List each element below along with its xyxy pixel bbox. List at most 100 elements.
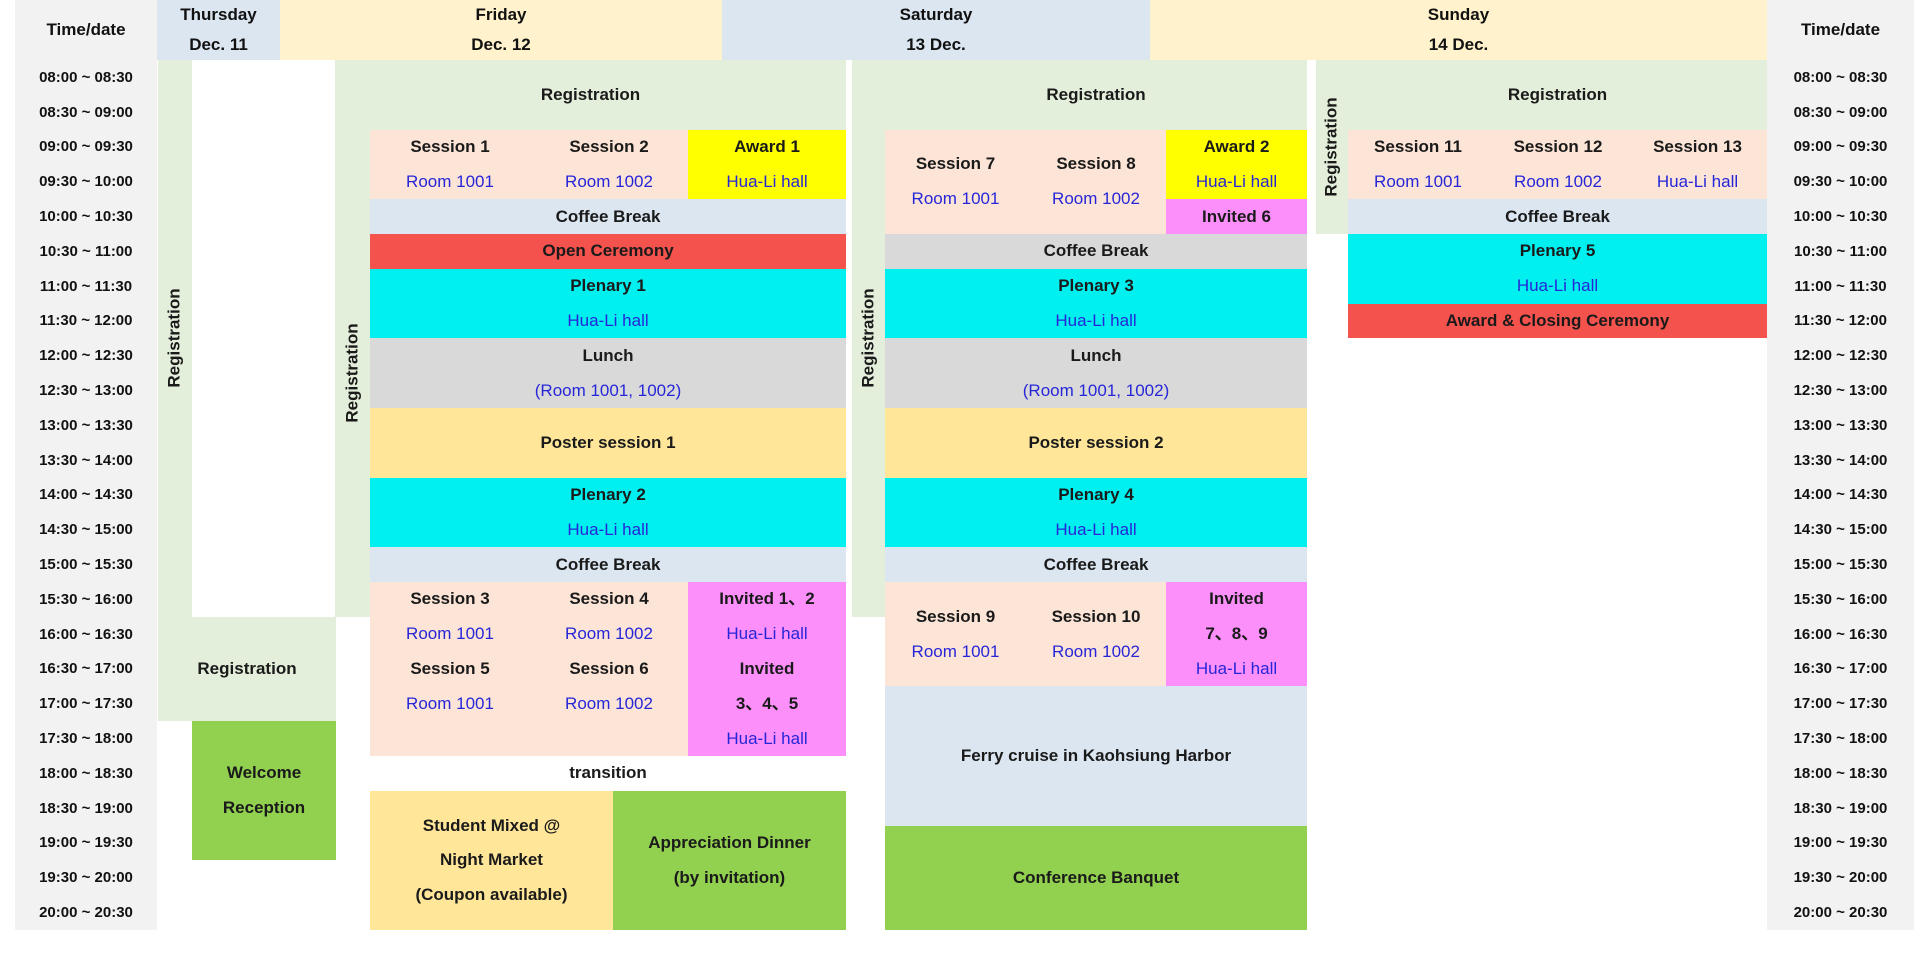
cell-line: Room 1001 — [911, 189, 1000, 209]
time-slot-left-16: 15:30 ~ 16:00 — [39, 590, 133, 608]
cell-saturday-coffee-break-2: Coffee Break — [885, 547, 1307, 582]
time-slot-right-8: 11:30 ~ 12:00 — [1794, 312, 1887, 330]
time-slot-right-18: 16:30 ~ 17:00 — [1793, 660, 1888, 678]
cell-line: Lunch — [1070, 345, 1122, 365]
cell-line: Award 2 — [1203, 137, 1270, 157]
cell-line: Poster session 2 — [1028, 432, 1164, 452]
cell-line: Session 9 — [915, 606, 996, 626]
cell-line: Invited 6 — [1202, 206, 1271, 226]
cell-saturday-coffee-break-1: Coffee Break — [885, 234, 1307, 269]
time-slot-left-22: 18:30 ~ 19:00 — [39, 799, 133, 817]
cell-line: Award 1 — [734, 137, 800, 157]
time-slot-right-21: 18:00 ~ 18:30 — [1793, 764, 1888, 782]
cell-line: Plenary 1 — [570, 276, 646, 296]
cell-line: Coffee Break — [555, 554, 661, 574]
cell-line: transition — [569, 763, 647, 783]
time-slot-left-9: 12:00 ~ 12:30 — [39, 347, 133, 365]
time-slot-right-14: 14:30 ~ 15:00 — [1793, 521, 1888, 539]
cell-line: (by invitation) — [673, 867, 786, 887]
time-slot-left-10: 12:30 ~ 13:00 — [39, 382, 133, 400]
time-slot-right-23: 19:00 ~ 19:30 — [1793, 834, 1888, 852]
cell-sunday-registration-band: Registration — [1348, 60, 1767, 130]
cell-friday-student-mixed: Student Mixed @Night Market(Coupon avail… — [370, 790, 613, 930]
time-slot-left-11: 13:00 ~ 13:30 — [39, 416, 133, 434]
cell-thursday-registration-label: Registration — [158, 616, 336, 722]
rotated-registration-label: Registration — [342, 323, 362, 423]
cell-line: Room 1001 — [406, 624, 494, 644]
cell-friday-lunch: Lunch(Room 1001, 1002) — [370, 338, 846, 408]
cell-saturday-registration-band: Registration — [885, 60, 1307, 130]
day-date: Dec. 12 — [471, 35, 531, 54]
time-slot-left-14: 14:30 ~ 15:00 — [39, 521, 133, 539]
time-slot-right-15: 15:00 ~ 15:30 — [1793, 556, 1888, 574]
day-date: Dec. 11 — [189, 35, 248, 54]
cell-line: (Room 1001, 1002) — [1022, 380, 1170, 400]
time-slot-right-20: 17:30 ~ 18:00 — [1793, 730, 1888, 748]
cell-line: Room 1001 — [1374, 171, 1462, 191]
cell-saturday-award-2: Award 2 Hua-Li hall — [1166, 129, 1307, 200]
time-slot-right-2: 08:30 ~ 09:00 — [1793, 103, 1888, 121]
cell-line: Hua-Li hall — [726, 728, 808, 748]
cell-friday-transition: transition — [370, 756, 846, 791]
cell-line: Session 4 — [569, 589, 649, 609]
time-slot-right-7: 11:00 ~ 11:30 — [1794, 277, 1887, 295]
cell-line: Hua-Li hall — [1195, 171, 1278, 191]
time-slot-right-19: 17:00 ~ 17:30 — [1793, 695, 1888, 713]
time-slot-right-13: 14:00 ~ 14:30 — [1793, 486, 1888, 504]
cell-line: Session 5 — [410, 659, 490, 679]
time-slot-left-18: 16:30 ~ 17:00 — [39, 660, 133, 678]
time-slot-right-3: 09:00 ~ 09:30 — [1793, 138, 1888, 156]
cell-line: Hua-Li hall — [1516, 276, 1599, 296]
cell-line: Room 1002 — [565, 624, 653, 644]
cell-line: Session 12 — [1513, 137, 1603, 157]
cell-line: Plenary 2 — [570, 485, 646, 505]
time-slot-left-2: 08:30 ~ 09:00 — [39, 103, 133, 121]
time-slot-left-20: 17:30 ~ 18:00 — [39, 730, 133, 748]
cell-line: Session 8 — [1056, 154, 1136, 174]
cell-line: Hua-Li hall — [726, 624, 808, 644]
cell-line: Room 1002 — [1052, 189, 1140, 209]
cell-line: Hua-Li hall — [567, 519, 649, 539]
day-date: 13 Dec. — [906, 35, 966, 54]
cell-line: Coffee Break — [1505, 206, 1610, 226]
cell-line: Appreciation Dinner — [648, 833, 811, 853]
time-slot-right-4: 09:30 ~ 10:00 — [1793, 173, 1888, 191]
cell-line: (Room 1001, 1002) — [534, 380, 682, 400]
cell-friday-open-ceremony: Open Ceremony — [370, 234, 846, 269]
time-slot-right-5: 10:00 ~ 10:30 — [1793, 208, 1888, 226]
time-slot-left-17: 16:00 ~ 16:30 — [39, 625, 133, 643]
cell-line: Plenary 5 — [1519, 241, 1596, 261]
cell-friday-coffee-break-2: Coffee Break — [370, 547, 846, 582]
cell-line: Coffee Break — [1043, 241, 1149, 261]
time-slot-left-12: 13:30 ~ 14:00 — [39, 451, 133, 469]
cell-line: Invited 1、2 — [719, 589, 815, 609]
cell-line: Session 6 — [569, 659, 649, 679]
cell-line: Room 1002 — [565, 693, 653, 713]
cell-friday-plenary-2: Plenary 2 Hua-Li hall — [370, 477, 846, 548]
cell-line: 3、4、5 — [735, 693, 799, 713]
cell-saturday-poster-session-2: Poster session 2 — [885, 408, 1307, 478]
day-name: Sunday — [1427, 5, 1490, 24]
time-slot-left-1: 08:00 ~ 08:30 — [39, 68, 133, 86]
time-slot-right-17: 16:00 ~ 16:30 — [1793, 625, 1888, 643]
cell-line: Plenary 3 — [1058, 276, 1134, 296]
cell-line: Plenary 4 — [1058, 485, 1134, 505]
cell-line: Session 7 — [915, 154, 996, 174]
cell-line: Hua-Li hall — [1055, 311, 1137, 331]
cell-line: Hua-Li hall — [1195, 659, 1278, 679]
cell-line: (Coupon available) — [415, 885, 568, 905]
time-header-right: Time/date — [1800, 20, 1881, 39]
cell-line: Poster session 1 — [540, 432, 676, 452]
day-name: Thursday — [180, 5, 257, 24]
day-name: Friday — [475, 5, 527, 24]
